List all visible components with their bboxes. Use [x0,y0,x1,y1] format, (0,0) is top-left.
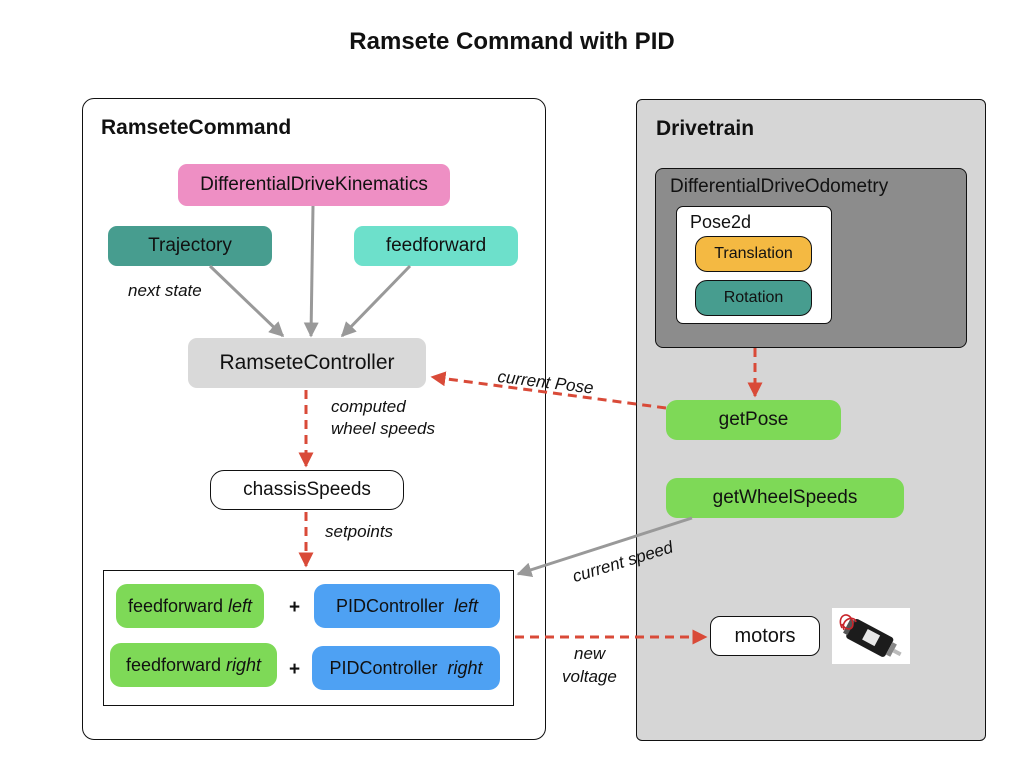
differential-drive-kinematics-label: DifferentialDriveKinematics [200,174,428,195]
get-pose-node: getPose [666,400,841,440]
motors-node: motors [710,616,820,656]
pid-controller-left-node: PIDController left [314,584,500,628]
pose2d-label: Pose2d [690,212,752,232]
plus-sign-left: + [289,597,301,618]
next-state-label: next state [128,281,202,300]
differential-drive-kinematics-node: DifferentialDriveKinematics [178,164,450,206]
ramsete-controller-label: RamseteController [219,351,395,374]
setpoints-label: setpoints [325,522,394,541]
rotation-node: Rotation [695,280,812,316]
edge-feedforward-to-controller [340,264,412,338]
feedforward-left-node: feedforward left [116,584,264,628]
feedforward-node: feedforward [354,226,518,266]
edge-kinematics-to-controller [303,205,319,338]
new-label: new [574,644,606,663]
get-pose-label: getPose [718,409,789,430]
trajectory-node: Trajectory [108,226,272,266]
ramsete-command-panel-title: RamseteCommand [101,116,292,139]
feedforward-left-prefix: feedforward [127,595,224,616]
motors-label: motors [734,624,796,647]
chassis-speeds-label: chassisSpeeds [243,479,371,500]
translation-label: Translation [714,245,793,262]
get-wheel-speeds-node: getWheelSpeeds [666,478,904,518]
feedforward-right-prefix: feedforward [125,654,222,675]
computed-label: computed [331,397,406,416]
feedforward-right-side: right [226,654,262,675]
pid-controller-left-prefix: PIDController [335,595,444,616]
plus-sign-right: + [289,659,301,680]
edge-trajectory-to-controller [208,264,285,338]
chassis-speeds-node: chassisSpeeds [210,470,404,510]
feedforward-left-side: left [228,595,253,616]
pid-controller-left-side: left [454,595,479,616]
wheel-speeds-label: wheel speeds [331,419,435,438]
voltage-label: voltage [562,667,617,686]
differential-drive-odometry-label: DifferentialDriveOdometry [670,176,889,197]
edge-get-pose-to-controller [430,371,667,410]
rotation-label: Rotation [723,289,784,306]
feedforward-label: feedforward [385,235,487,256]
pid-controller-right-side: right [447,657,483,678]
motor-icon [832,608,910,664]
pid-controller-right-node: PIDController right [312,646,500,690]
ramsete-controller-node: RamseteController [188,338,426,388]
get-wheel-speeds-label: getWheelSpeeds [712,487,858,508]
feedforward-right-node: feedforward right [110,643,277,687]
drivetrain-panel-title: Drivetrain [656,117,755,140]
diagram-title: Ramsete Command with PID [349,28,675,55]
pid-controller-right-prefix: PIDController [329,657,438,678]
trajectory-label: Trajectory [148,235,232,256]
translation-node: Translation [695,236,812,272]
edge-wheel-speeds-to-control-box [516,516,693,578]
